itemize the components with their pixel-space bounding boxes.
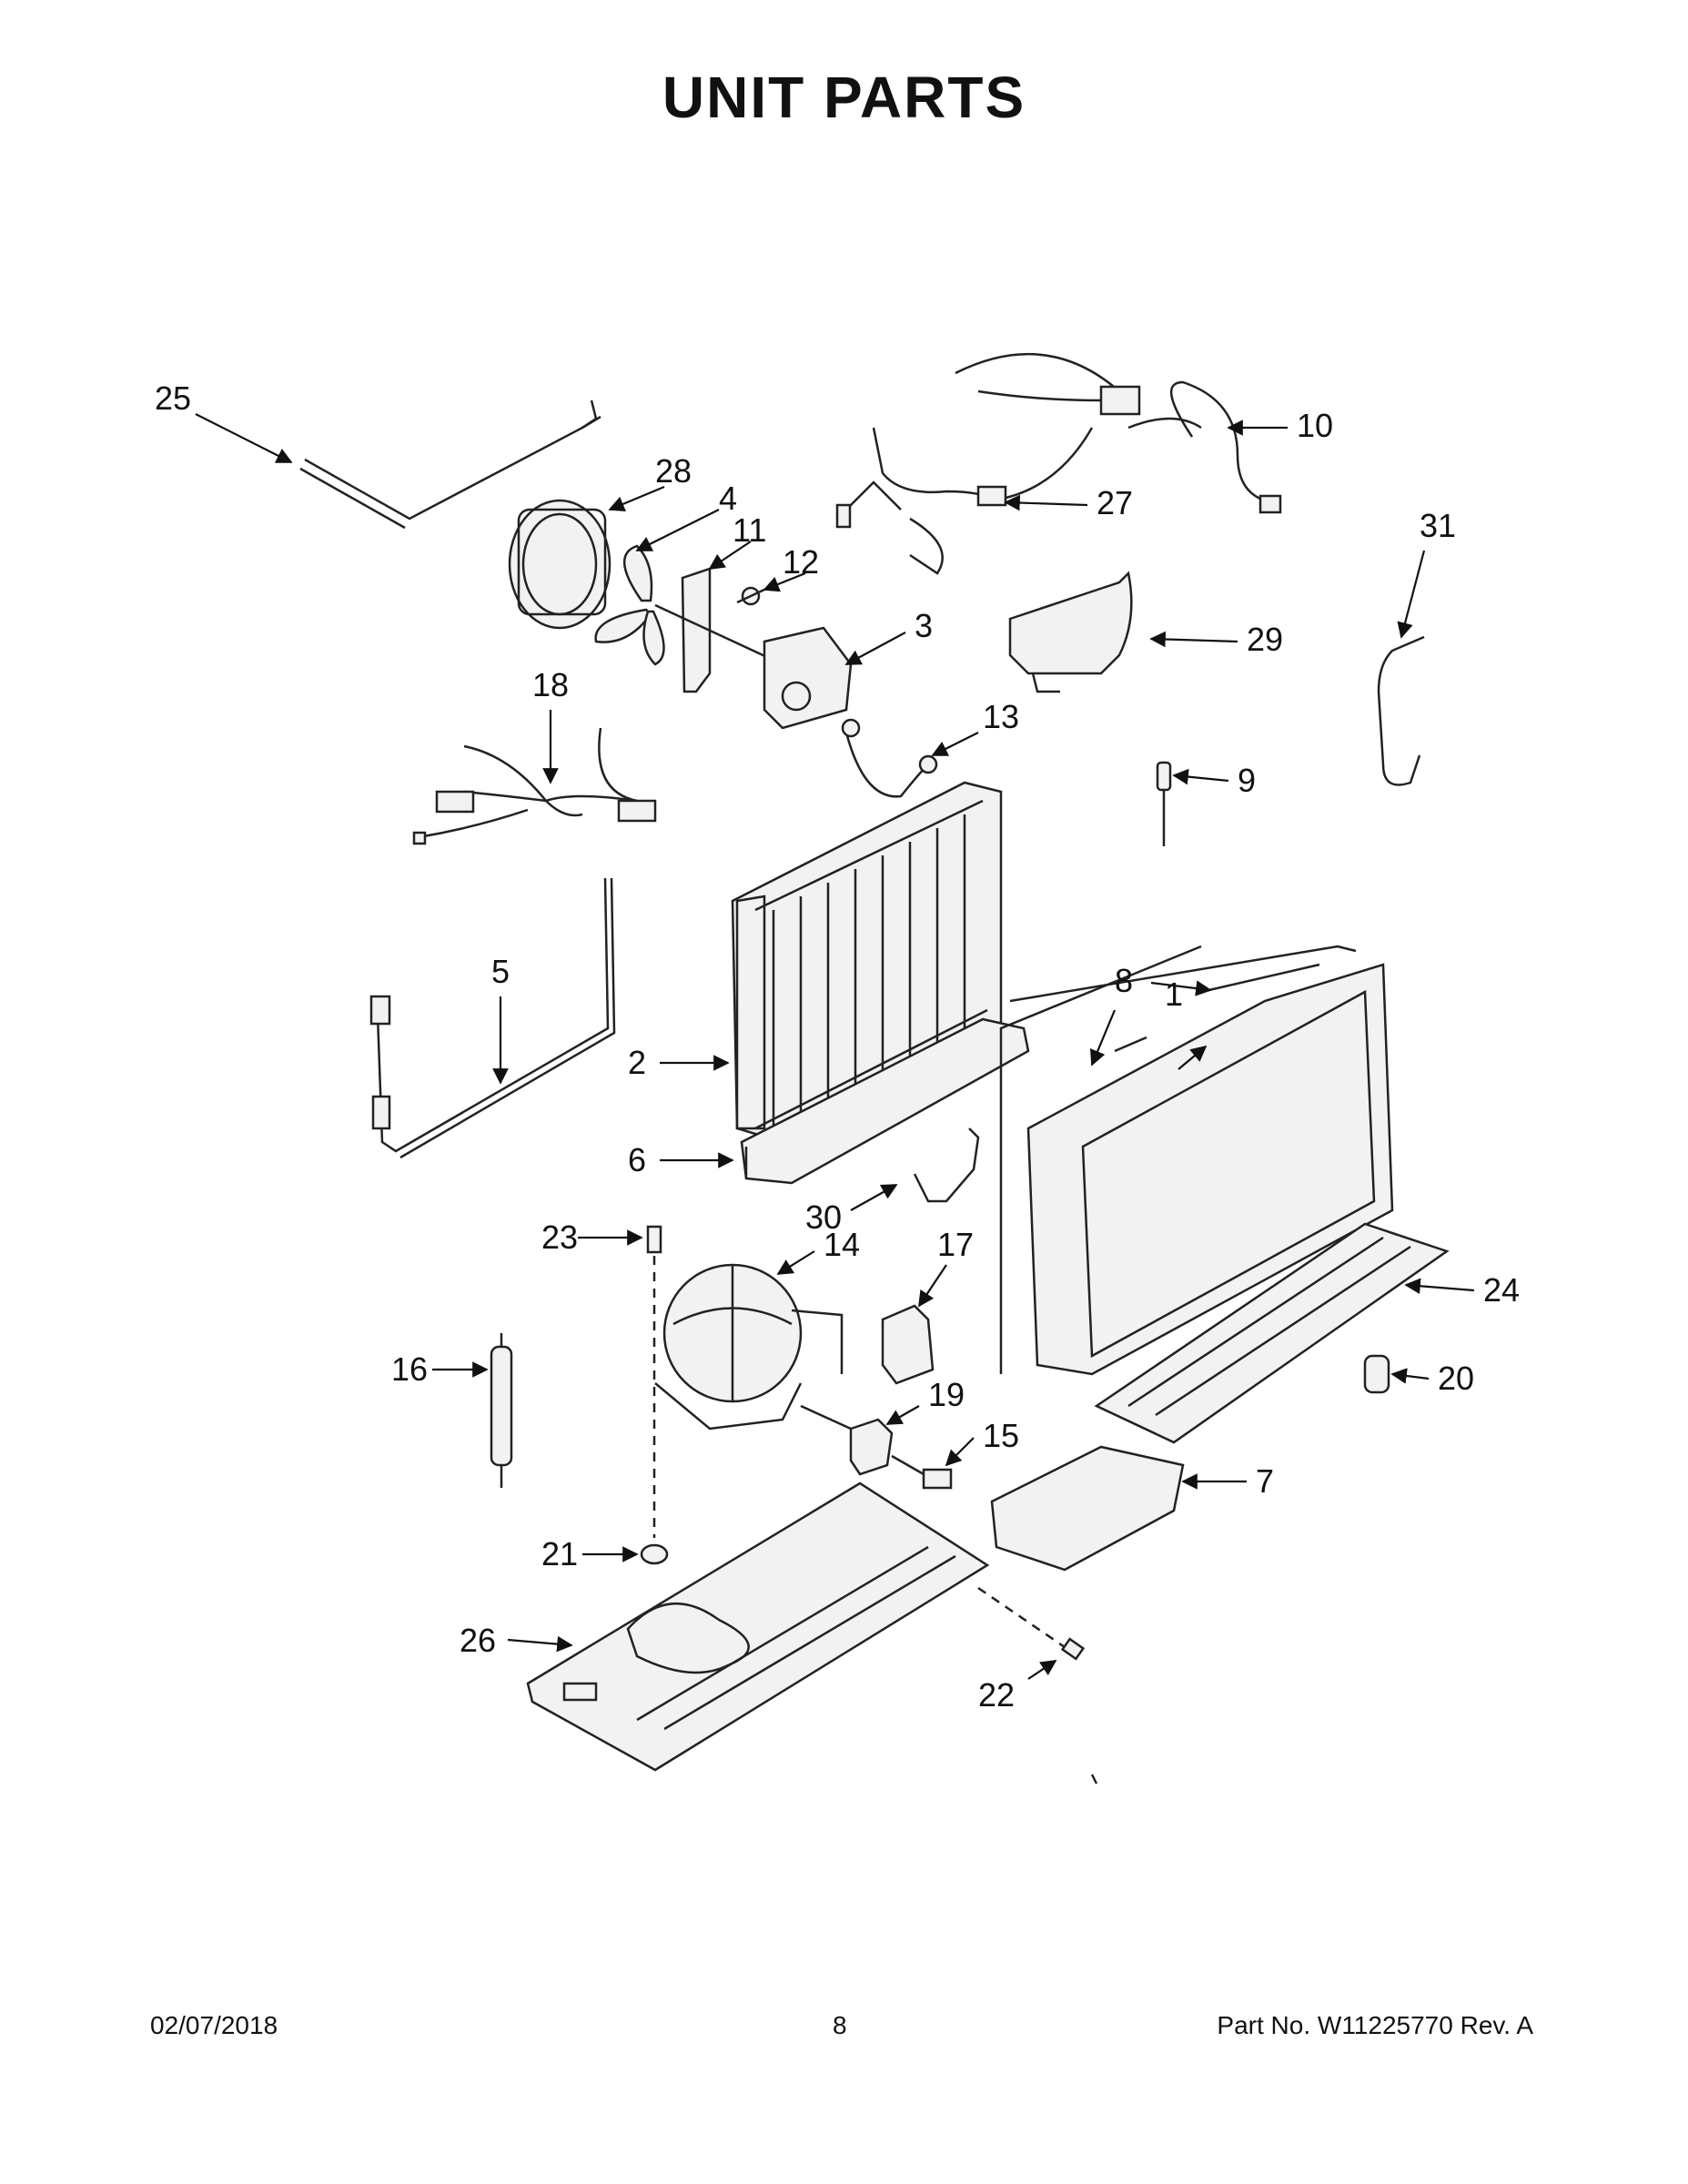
callout-7: 7 (1256, 1462, 1274, 1500)
callout-25: 25 (155, 379, 191, 417)
callout-11: 11 (733, 511, 766, 549)
part-24-grille (1094, 1222, 1450, 1444)
callout-15: 15 (983, 1417, 1019, 1454)
callout-8: 8 (1115, 962, 1133, 999)
page-title: UNIT PARTS (662, 65, 1026, 130)
part-9-sensor (1156, 761, 1172, 846)
part-18-harness (412, 727, 657, 845)
callout-16: 16 (391, 1350, 428, 1388)
part-6-drain-trough (740, 1017, 1030, 1185)
callout-labels: 25 28 4 11 12 3 10 27 31 29 18 13 9 5 2 … (155, 379, 1520, 1714)
callout-21: 21 (541, 1535, 578, 1572)
callout-9: 9 (1238, 762, 1256, 799)
part-14-compressor (654, 1263, 844, 1431)
callout-5: 5 (491, 953, 510, 990)
callout-26: 26 (460, 1622, 496, 1659)
callout-14: 14 (824, 1226, 860, 1263)
part-30-clip (913, 1127, 980, 1203)
callout-4: 4 (719, 480, 737, 517)
part-15-connector (891, 1454, 953, 1490)
part-19-relay (800, 1404, 894, 1476)
callout-12: 12 (783, 543, 819, 581)
part-20-cap (1363, 1354, 1390, 1394)
part-16-filter-dryer (490, 1333, 513, 1488)
part-12-screw (736, 586, 765, 606)
callout-31: 31 (1420, 507, 1456, 544)
part-4-fan-blade (594, 544, 665, 666)
callout-20: 20 (1438, 1360, 1474, 1397)
part-23-screw (646, 1225, 662, 1254)
part-13-wire (841, 718, 938, 798)
stray-mark (1090, 1774, 1098, 1785)
footer-page-number: 8 (833, 2011, 847, 2039)
callout-2: 2 (628, 1044, 646, 1081)
callout-29: 29 (1247, 621, 1283, 658)
callout-22: 22 (978, 1676, 1015, 1714)
part-22-screw (1060, 1637, 1086, 1661)
part-25-tube (299, 399, 601, 530)
part-3-motor (654, 603, 853, 730)
callout-27: 27 (1097, 484, 1133, 521)
callout-6: 6 (628, 1141, 646, 1178)
part-21-grommet (640, 1543, 669, 1565)
footer-part-number: Part No. W11225770 Rev. A (1217, 2011, 1533, 2039)
part-7-drain-pan (990, 1445, 1185, 1572)
part-10-harness (955, 352, 1282, 514)
part-22-axis-line (977, 1586, 1066, 1649)
callout-3: 3 (915, 607, 933, 644)
part-27-harness (835, 427, 1094, 575)
part-29-duct (1008, 571, 1133, 693)
callout-10: 10 (1297, 407, 1333, 444)
callout-18: 18 (532, 666, 569, 703)
callout-13: 13 (983, 698, 1019, 735)
callout-1: 1 (1165, 976, 1183, 1013)
callout-19: 19 (928, 1376, 965, 1413)
part-1-panel (999, 945, 1394, 1376)
callout-30: 30 (805, 1198, 842, 1236)
callout-23: 23 (541, 1218, 578, 1256)
callout-24: 24 (1483, 1271, 1520, 1309)
part-17-bracket (881, 1304, 935, 1385)
part-31-sensor-wire (1377, 635, 1425, 786)
callout-28: 28 (655, 452, 692, 490)
callout-17: 17 (937, 1226, 974, 1263)
footer-date: 02/07/2018 (150, 2011, 278, 2039)
leader-lines (195, 413, 1475, 1680)
part-28-fan-shroud (508, 499, 612, 630)
part-5-heater (369, 877, 616, 1159)
part-11-bracket (681, 567, 712, 693)
part-26-base-plate (526, 1481, 990, 1772)
part-8-gasket (1114, 963, 1320, 1053)
